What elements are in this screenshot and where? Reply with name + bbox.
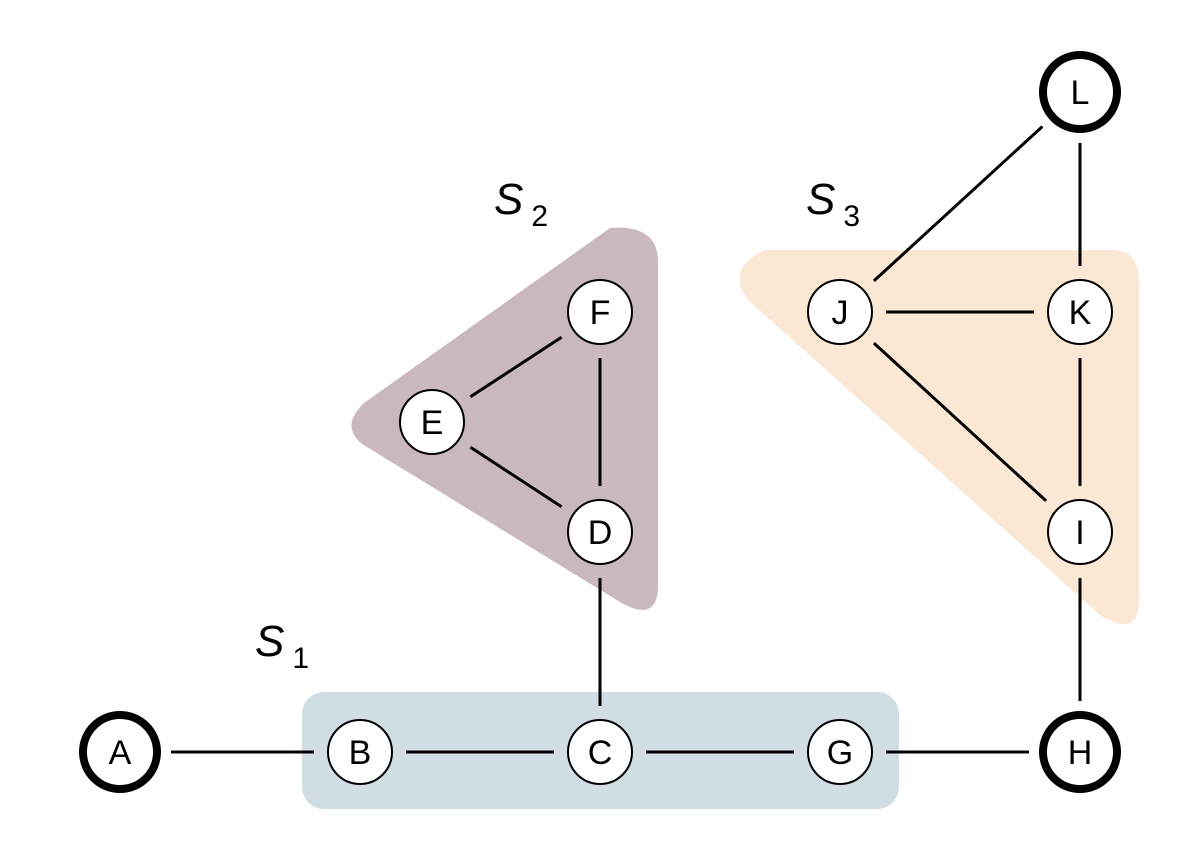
edge-d-e <box>469 445 563 509</box>
node-b: B <box>327 719 393 785</box>
node-circle-d <box>567 499 633 565</box>
node-circle-h <box>1039 711 1121 793</box>
node-label-l: L <box>1071 74 1090 112</box>
node-label-k: K <box>1069 294 1092 332</box>
node-a: A <box>79 711 161 793</box>
node-h: H <box>1039 711 1121 793</box>
node-c: C <box>567 719 633 785</box>
node-k: K <box>1047 279 1113 345</box>
node-circle-i <box>1047 499 1113 565</box>
node-label-f: F <box>590 294 611 332</box>
node-f: F <box>567 279 633 345</box>
node-label-d: D <box>588 514 613 552</box>
node-label-i: I <box>1075 514 1084 552</box>
edge-e-f <box>469 335 563 399</box>
node-circle-k <box>1047 279 1113 345</box>
edge-i-j <box>872 341 1048 503</box>
node-d: D <box>567 499 633 565</box>
node-circle-j <box>807 279 873 345</box>
node-i: I <box>1047 499 1113 565</box>
node-circle-a <box>79 711 161 793</box>
node-label-e: E <box>421 404 444 442</box>
node-label-h: H <box>1068 734 1093 772</box>
node-circle-f <box>567 279 633 345</box>
node-label-a: A <box>109 734 132 772</box>
node-l: L <box>1039 51 1121 133</box>
node-circle-b <box>327 719 393 785</box>
node-circle-e <box>399 389 465 455</box>
node-j: J <box>807 279 873 345</box>
edge-j-l <box>872 125 1044 283</box>
node-e: E <box>399 389 465 455</box>
node-label-b: B <box>349 734 372 772</box>
node-label-c: C <box>588 734 613 772</box>
node-circle-g <box>807 719 873 785</box>
node-g: G <box>807 719 873 785</box>
node-circle-c <box>567 719 633 785</box>
node-circle-l <box>1039 51 1121 133</box>
node-label-g: G <box>827 734 853 772</box>
node-label-j: J <box>832 294 849 332</box>
